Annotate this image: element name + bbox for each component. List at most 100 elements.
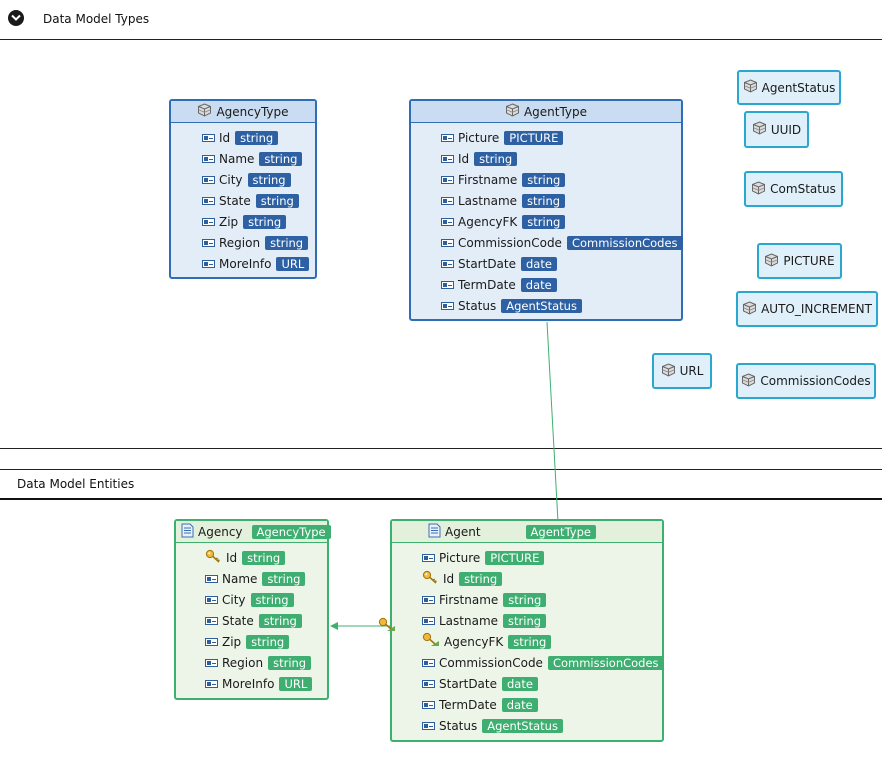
field-icon [422,616,435,625]
field-icon [422,700,435,709]
simple-type-auto-increment[interactable]: AUTO_INCREMENT [736,291,878,327]
field-type-badge: string [243,214,287,229]
field-icon [205,679,218,688]
field-icon [205,658,218,667]
field-type-badge: string [503,613,547,628]
field-name: CommissionCode [439,655,543,670]
field-type-badge: date [501,697,538,712]
types-section-title: Data Model Types [43,12,150,26]
field-name: CommissionCode [458,235,562,250]
collapse-toggle-icon[interactable] [8,10,24,26]
field-type-badge: string [262,571,306,586]
cube-icon [742,300,757,318]
agent-entity-type-badge: AgentType [525,524,596,539]
foreign-key-icon [422,632,440,651]
field-type-badge: date [502,676,538,691]
field-type-badge: string [522,193,566,208]
cube-icon [661,362,676,380]
simple-type-comstatus[interactable]: ComStatus [744,171,843,207]
simple-type-url[interactable]: URL [652,353,712,389]
field-icon [441,280,454,289]
field-name: StartDate [439,676,497,691]
simple-type-uuid[interactable]: UUID [744,111,809,148]
field-name: Picture [458,130,500,145]
agent-type-field-row[interactable]: CommissionCode CommissionCodes [441,232,683,253]
relation-key-icon[interactable] [378,617,396,636]
field-icon [202,238,215,247]
field-type-badge: string [508,634,552,649]
simple-type-agentstatus[interactable]: AgentStatus [737,70,841,105]
simple-type-label: AgentStatus [761,80,836,95]
agent-type-title: AgentType [523,104,588,119]
agent-entity-field-row[interactable]: TermDate date [422,694,538,715]
entities-section-title: Data Model Entities [17,477,135,491]
field-icon [422,595,435,604]
field-type-badge: string [247,172,291,187]
cube-icon [764,252,779,270]
agent-type-field-row[interactable]: Firstname string [441,169,566,190]
field-type-badge: date [521,256,557,271]
agent-type-field-row[interactable]: Status AgentStatus [441,295,582,316]
field-icon [441,301,454,310]
document-icon [428,523,441,541]
type-link-line [546,321,559,523]
cube-icon [743,79,758,96]
field-type-badge: string [522,172,566,187]
field-name: Id [443,571,455,586]
cube-icon [751,180,766,198]
agency-type-field-row[interactable]: Zip string [202,211,287,232]
simple-type-picture[interactable]: PICTURE [757,243,842,279]
field-icon [441,259,454,268]
agency-entity-type-badge: AgencyType [251,524,331,539]
cube-icon [752,121,767,138]
field-type-badge: PICTURE [485,550,545,565]
agent-type-field-row[interactable]: StartDate date [441,253,557,274]
field-name: MoreInfo [222,676,275,691]
field-icon [202,175,215,184]
field-name: Status [458,298,497,313]
field-name: TermDate [439,697,497,712]
field-icon [205,595,218,604]
field-name: State [219,193,251,208]
agent-entity-field-row[interactable]: StartDate date [422,673,538,694]
field-name: Zip [219,214,239,229]
field-type-badge: AgentStatus [501,298,582,313]
field-type-badge: string [474,151,518,166]
simple-type-commissioncodes[interactable]: CommissionCodes [736,363,876,399]
field-type-badge: string [268,655,312,670]
field-type-badge: CommissionCodes [566,235,683,250]
types-section-divider [0,39,882,40]
field-name: StartDate [458,256,516,271]
field-name: Firstname [458,172,518,187]
simple-type-label: URL [679,364,704,378]
